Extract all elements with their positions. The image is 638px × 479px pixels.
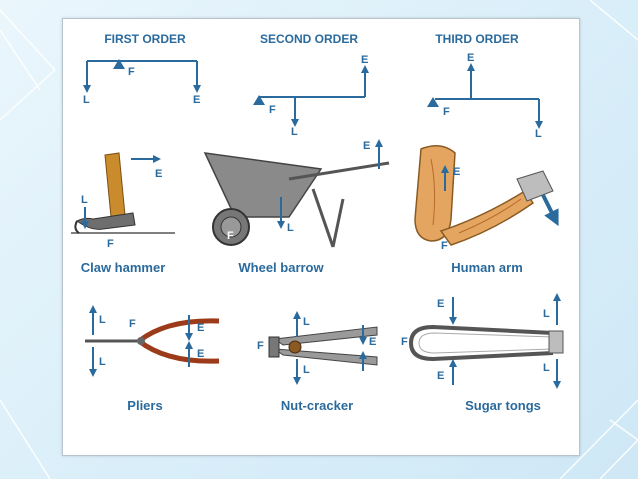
- caption-wheel-barrow: Wheel barrow: [238, 260, 324, 275]
- second-order-load-label: L: [291, 126, 298, 138]
- wheel-barrow-fulcrum-label: F: [227, 230, 234, 242]
- sugar-tongs-effort-label-top: E: [437, 298, 445, 310]
- wheel-barrow-illustration: [203, 139, 390, 248]
- claw-hammer-fulcrum-label: F: [107, 238, 114, 250]
- nut-cracker-fulcrum-label: F: [257, 340, 264, 352]
- pliers-load-label-top: L: [99, 314, 106, 326]
- caption-pliers: Pliers: [127, 398, 163, 413]
- first-order-fulcrum-label: F: [128, 66, 135, 78]
- pliers-effort-label-top: E: [197, 322, 205, 334]
- third-order-schematic: [427, 63, 543, 129]
- third-order-effort-label: E: [467, 52, 475, 64]
- first-order-effort-label: E: [193, 94, 201, 106]
- nut-cracker-illustration: [268, 311, 378, 385]
- diagram-drawing: [71, 59, 564, 389]
- heading-first-order: FIRST ORDER: [104, 32, 186, 46]
- wheel-barrow-load-label: L: [287, 222, 294, 234]
- claw-hammer-load-label: L: [81, 194, 88, 206]
- human-arm-illustration: [414, 145, 559, 246]
- sugar-tongs-fulcrum-label: F: [401, 336, 408, 348]
- sugar-tongs-effort-label-bottom: E: [437, 370, 445, 382]
- nut-cracker-load-label-bottom: L: [303, 364, 310, 376]
- third-order-load-label: L: [535, 128, 542, 140]
- pliers-effort-label-bottom: E: [197, 348, 205, 360]
- caption-sugar-tongs: Sugar tongs: [465, 398, 541, 413]
- levers-diagram-card: FIRST ORDER SECOND ORDER THIRD ORDER F L…: [62, 18, 580, 456]
- first-order-load-label: L: [83, 94, 90, 106]
- first-order-schematic: [83, 59, 201, 93]
- human-arm-fulcrum-label: F: [441, 240, 448, 252]
- nut-cracker-effort-label: E: [369, 336, 377, 348]
- second-order-fulcrum-label: F: [269, 104, 276, 116]
- pliers-load-label-bottom: L: [99, 356, 106, 368]
- sugar-tongs-load-label-top: L: [543, 308, 550, 320]
- nut-cracker-load-label-top: L: [303, 316, 310, 328]
- third-order-fulcrum-label: F: [443, 106, 450, 118]
- pliers-illustration: [85, 305, 220, 377]
- sugar-tongs-illustration: [408, 293, 564, 389]
- claw-hammer-effort-label: E: [155, 168, 163, 180]
- sugar-tongs-load-label-bottom: L: [543, 362, 550, 374]
- caption-nut-cracker: Nut-cracker: [280, 398, 354, 413]
- heading-second-order: SECOND ORDER: [259, 32, 359, 46]
- pliers-fulcrum-label: F: [129, 318, 136, 330]
- heading-third-order: THIRD ORDER: [435, 32, 519, 46]
- second-order-schematic: [253, 65, 369, 127]
- claw-hammer-illustration: [71, 152, 175, 234]
- second-order-effort-label: E: [361, 54, 369, 66]
- caption-human-arm: Human arm: [451, 260, 523, 275]
- caption-claw-hammer: Claw hammer: [80, 260, 166, 275]
- human-arm-effort-label: E: [453, 166, 461, 178]
- wheel-barrow-effort-label: E: [363, 140, 371, 152]
